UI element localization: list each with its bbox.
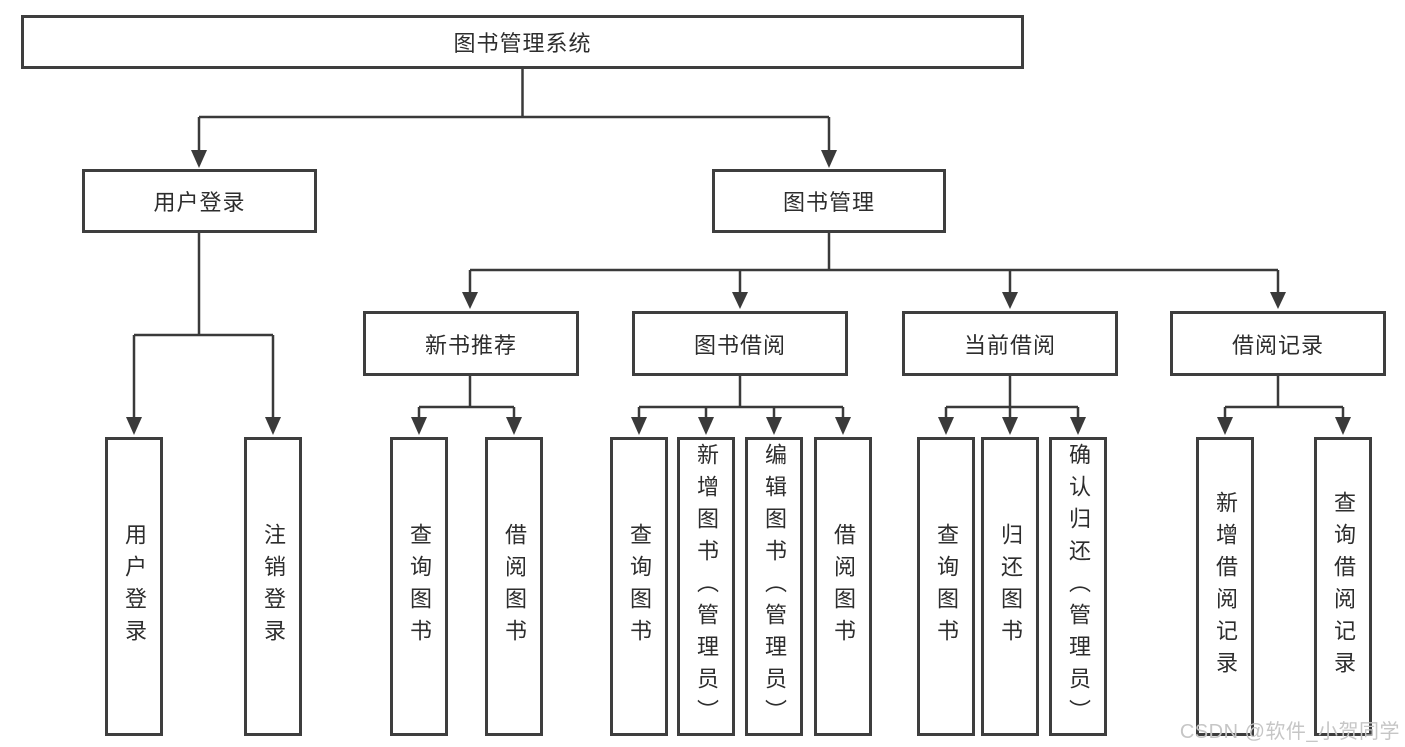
leaf-query-books-current: 查询图书 [917, 437, 975, 736]
leaf-query-borrow-record-label: 查询借阅记录 [1331, 490, 1356, 683]
leaf-borrow-books-borrowing-label: 借阅图书 [831, 522, 856, 651]
node-user-login-label: 用户登录 [153, 190, 246, 215]
node-root-system: 图书管理系统 [21, 15, 1024, 69]
leaf-add-book-admin-label: 新增图书（管理员） [694, 442, 719, 731]
leaf-add-borrow-record: 新增借阅记录 [1196, 437, 1254, 736]
leaf-query-books-current-label: 查询图书 [934, 522, 959, 651]
connector-user-login-to-leaves [126, 233, 281, 435]
csdn-watermark: CSDN @软件_小贺同学 [1179, 721, 1400, 743]
leaf-query-books-recommend-label: 查询图书 [407, 522, 432, 651]
leaf-borrow-books-recommend-label: 借阅图书 [502, 522, 527, 651]
leaf-logout-label: 注销登录 [261, 522, 286, 651]
connector-current-borrowing-to-leaves [938, 376, 1086, 435]
connector-new-book-recommend-to-leaves [411, 376, 522, 435]
node-current-borrowing: 当前借阅 [902, 311, 1118, 376]
leaf-user-login: 用户登录 [105, 437, 163, 736]
connector-root-to-level2 [191, 69, 837, 168]
leaf-add-book-admin: 新增图书（管理员） [677, 437, 735, 736]
node-new-book-recommend: 新书推荐 [363, 311, 579, 376]
connector-book-borrowing-to-leaves [631, 376, 851, 435]
leaf-edit-book-admin: 编辑图书（管理员） [745, 437, 803, 736]
node-book-management: 图书管理 [712, 169, 946, 233]
node-root-label: 图书管理系统 [453, 31, 592, 56]
leaf-return-book: 归还图书 [981, 437, 1039, 736]
node-current-borrowing-label: 当前借阅 [963, 332, 1056, 358]
leaf-edit-book-admin-label: 编辑图书（管理员） [762, 442, 787, 731]
leaf-return-book-label: 归还图书 [998, 522, 1023, 651]
node-new-book-recommend-label: 新书推荐 [424, 332, 517, 358]
leaf-logout: 注销登录 [244, 437, 302, 736]
node-book-borrowing-label: 图书借阅 [693, 332, 786, 358]
connector-book-management-to-level3 [462, 233, 1286, 309]
leaf-query-borrow-record: 查询借阅记录 [1314, 437, 1372, 736]
connector-borrowing-records-to-leaves [1217, 376, 1351, 435]
leaf-query-books-recommend: 查询图书 [390, 437, 448, 736]
node-book-management-label: 图书管理 [782, 190, 875, 215]
leaf-borrow-books-borrowing: 借阅图书 [814, 437, 872, 736]
leaf-query-books-borrowing: 查询图书 [610, 437, 668, 736]
node-borrowing-records: 借阅记录 [1170, 311, 1386, 376]
leaf-query-books-borrowing-label: 查询图书 [627, 522, 652, 651]
leaf-add-borrow-record-label: 新增借阅记录 [1213, 490, 1238, 683]
node-book-borrowing: 图书借阅 [632, 311, 848, 376]
node-borrowing-records-label: 借阅记录 [1231, 332, 1324, 358]
leaf-confirm-return-admin: 确认归还（管理员） [1049, 437, 1107, 736]
node-user-login: 用户登录 [82, 169, 317, 233]
leaf-borrow-books-recommend: 借阅图书 [485, 437, 543, 736]
leaf-confirm-return-admin-label: 确认归还（管理员） [1066, 442, 1091, 731]
leaf-user-login-label: 用户登录 [122, 522, 147, 651]
